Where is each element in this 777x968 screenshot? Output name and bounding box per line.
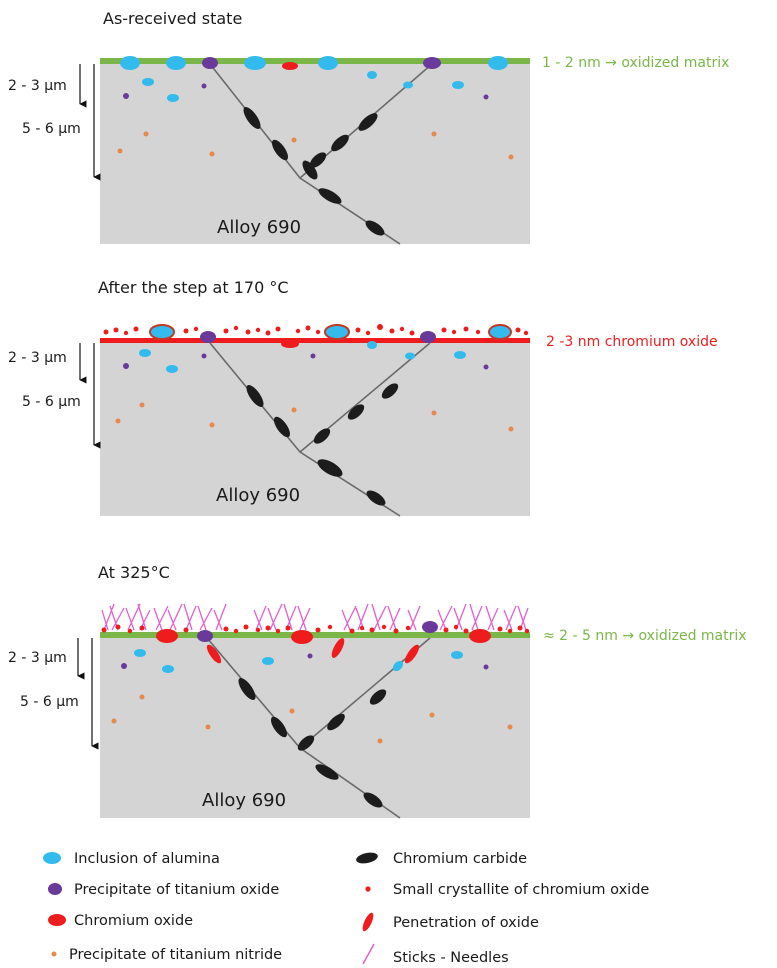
alloy-label: Alloy 690 (216, 485, 300, 506)
surface-note: ≈ 2 - 5 nm → oxidized matrix (543, 628, 747, 644)
legend-item-carbide: Chromium carbide (356, 851, 527, 867)
panel-as-received: As-received state (8, 9, 729, 245)
depth-label-bottom: 5 - 6 µm (22, 394, 81, 410)
chromium-carbides (243, 106, 385, 236)
chromium-oxide (281, 340, 299, 348)
chromium-carbides (246, 383, 399, 506)
legend-label: Penetration of oxide (393, 915, 539, 931)
panel-325c: At 325°C (8, 563, 747, 819)
alloy-label: Alloy 690 (217, 217, 301, 238)
legend-item-titanium-oxide: Precipitate of titanium oxide (48, 882, 279, 898)
chromium-oxide-nodules (156, 629, 491, 644)
titanium-nitride-icon (51, 951, 57, 957)
chromium-oxide (282, 62, 298, 70)
depth-label-bottom: 5 - 6 µm (20, 694, 79, 710)
chromium-oxide-crystallites (101, 624, 530, 634)
titanium-oxide-precipitates (121, 621, 489, 670)
depth-label-bottom: 5 - 6 µm (22, 121, 81, 137)
chromium-carbides (238, 677, 387, 808)
crystallite-icon (365, 886, 371, 892)
legend: Inclusion of alumina Precipitate of tita… (43, 851, 649, 966)
titanium-nitride-precipitates (117, 131, 514, 160)
legend-label: Inclusion of alumina (74, 851, 220, 867)
alloy-matrix (100, 60, 530, 244)
depth-scale: 2 - 3 µm 5 - 6 µm (8, 64, 101, 181)
surface-layer (100, 338, 530, 343)
titanium-oxide-precipitates (123, 331, 489, 370)
panel-170c: After the step at 170 °C (8, 278, 718, 517)
alumina-inclusion-icon (43, 852, 61, 864)
surface-note: 2 -3 nm chromium oxide (546, 334, 718, 350)
chromium-carbide-icon (356, 852, 378, 864)
depth-scale: 2 - 3 µm 5 - 6 µm (8, 343, 101, 449)
titanium-nitride-precipitates (115, 402, 514, 432)
surface-note: 1 - 2 nm → oxidized matrix (542, 55, 729, 71)
panel-title: After the step at 170 °C (98, 278, 289, 297)
surface-layer (100, 58, 530, 64)
legend-label: Small crystallite of chromium oxide (393, 882, 649, 898)
legend-label: Chromium carbide (393, 851, 527, 867)
legend-label: Precipitate of titanium nitride (69, 947, 282, 963)
legend-item-alumina: Inclusion of alumina (43, 851, 220, 867)
panel-title: As-received state (103, 9, 242, 28)
chromium-oxide-crystallites (103, 324, 529, 336)
alumina-inclusions (120, 56, 508, 102)
depth-label-top: 2 - 3 µm (8, 650, 67, 666)
depth-label-top: 2 - 3 µm (8, 350, 67, 366)
depth-scale: 2 - 3 µm 5 - 6 µm (8, 638, 99, 750)
sticks-needles (101, 603, 529, 631)
panel-title: At 325°C (98, 563, 170, 582)
alloy-matrix (100, 634, 530, 818)
legend-item-penetration: Penetration of oxide (362, 912, 539, 932)
legend-item-crystallite: Small crystallite of chromium oxide (365, 882, 649, 898)
legend-label: Sticks - Needles (393, 950, 509, 966)
chromium-oxide-icon (48, 914, 66, 926)
titanium-nitride-precipitates (111, 694, 513, 744)
legend-label: Chromium oxide (74, 913, 193, 929)
depth-label-top: 2 - 3 µm (8, 78, 67, 94)
legend-label: Precipitate of titanium oxide (74, 882, 279, 898)
oxide-penetration-icon (362, 912, 374, 932)
oxide-penetrations (206, 638, 420, 664)
titanium-oxide-icon (48, 883, 62, 895)
alumina-inclusions (139, 324, 512, 373)
alloy-matrix (100, 340, 530, 516)
needle-icon (362, 943, 375, 965)
legend-item-needles: Sticks - Needles (362, 943, 509, 966)
titanium-oxide-precipitates (123, 57, 489, 100)
alumina-inclusions (134, 649, 463, 673)
surface-layer (100, 632, 530, 638)
alloy-label: Alloy 690 (202, 790, 286, 811)
legend-item-chromium-oxide: Chromium oxide (48, 913, 193, 929)
legend-item-titanium-nitride: Precipitate of titanium nitride (51, 947, 282, 963)
